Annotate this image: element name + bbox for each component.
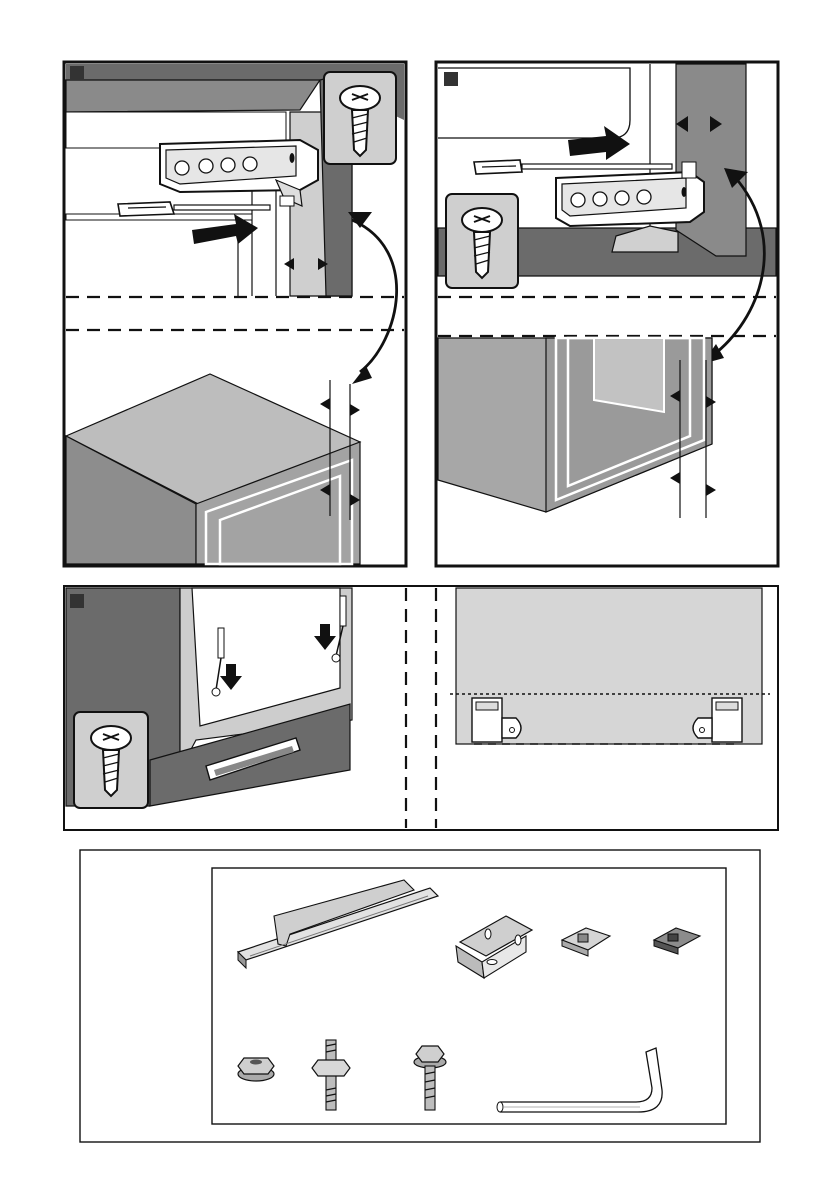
panel-step-1: [64, 62, 406, 566]
panel-step-3: [64, 586, 778, 830]
screwdriver-icon: [218, 628, 224, 658]
step-number-2: [444, 72, 458, 86]
step-number-3: [70, 594, 84, 608]
step-number-1: [70, 66, 84, 80]
screw-inset: [446, 194, 518, 288]
screwdriver-icon: [340, 596, 346, 626]
screw-inset: [74, 712, 148, 808]
panel-step-2: [436, 62, 778, 566]
screw-inset: [324, 72, 396, 164]
hex-nut: [238, 1058, 274, 1081]
parts-list-box: [80, 850, 760, 1142]
